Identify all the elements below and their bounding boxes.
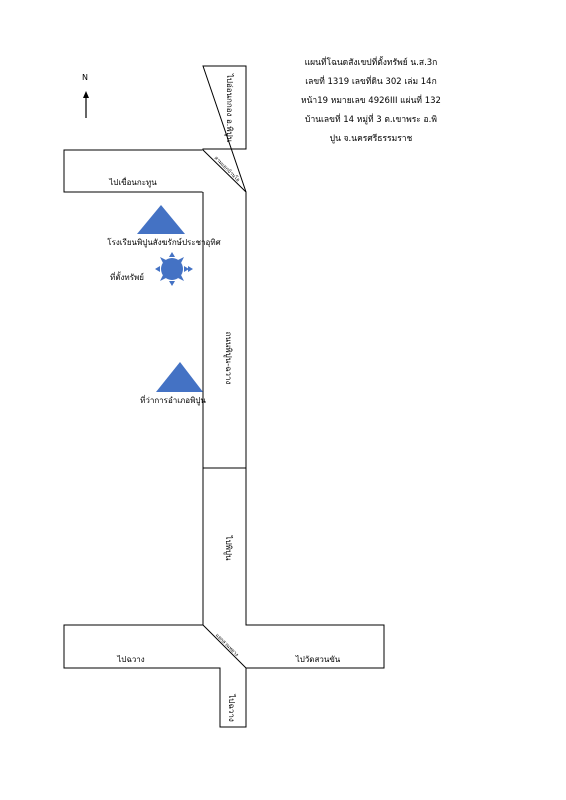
road-network [63,65,385,728]
title-line-3: หน้า19 หมายเลข 4926III แผ่นที่ 132 [301,96,441,106]
road-label-lower-east: ไปวัดสวนขัน [295,655,341,664]
road-label-lower-west: ไปฉวาง [116,655,145,664]
property-label: ที่ตั้งทรัพย์ [110,271,144,282]
map-title: แผนที่โฉนดสังเขปที่ตั้งทรัพย์ น.ส.3ก เลข… [276,54,466,149]
school-label: โรงเรียนพิปูนสังฆรักษ์ประชาอุทิศ [107,237,220,248]
district-office-label: ที่ว่าการอำเภอพิปูน [140,394,206,406]
north-arrow-icon [83,91,89,118]
school-triangle-icon [137,205,185,234]
road-label-main-lower: ไปพิปูน [223,535,233,561]
road-label-main-upper: ถนนพิปูน-ฉวาง [223,332,233,385]
upper-junction-line [202,149,247,193]
office-triangle-icon [156,362,203,392]
title-line-1: แผนที่โฉนดสังเขปที่ตั้งทรัพย์ น.ส.3ก [304,58,438,68]
lower-junction-line [202,624,247,669]
property-sun-icon [155,252,193,286]
north-label: N [82,73,88,82]
road-label-top-vertical: ไปอ่อนกกอง อ.พิปูน [224,73,234,143]
road-label-bottom-vertical: ไปฉวาง [227,693,236,722]
title-line-4: บ้านเลขที่ 14 หมู่ที่ 3 ต.เขาพระ อ.พิ [305,115,437,125]
title-line-2: เลขที่ 1319 เลขที่ดิน 302 เล่ม 14ก [305,77,437,87]
road-label-upper-west: ไปเขื่อนกะทูน [108,176,157,188]
title-line-5: ปูน จ.นครศรีธรรมราช [329,134,413,144]
